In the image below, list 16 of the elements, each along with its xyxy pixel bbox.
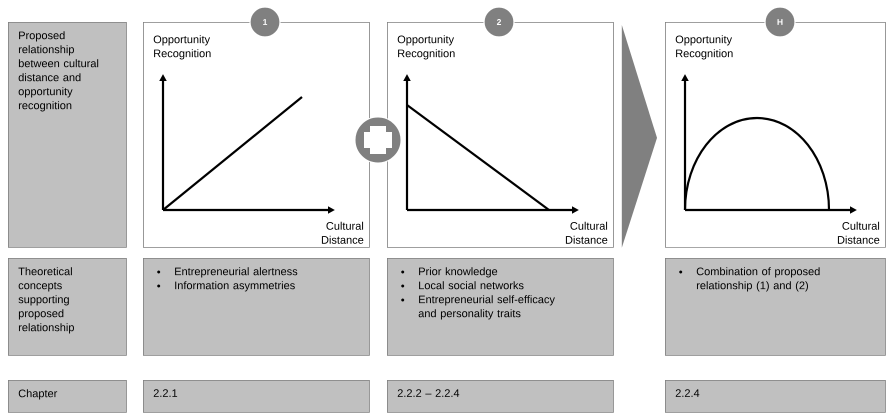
list-box	[143, 258, 370, 356]
label-box: Theoretical concepts supporting proposed relationship	[8, 258, 127, 356]
label-box: 2.2.2 – 2.2.4	[387, 380, 614, 413]
list-box	[665, 258, 886, 356]
label-box: 2.2.1	[143, 380, 370, 413]
label-box: Proposed relationship between cultural distance and opportunity recognition	[8, 22, 127, 248]
bullet-item: Entrepreneurial self-efficacy and personality traits	[401, 295, 555, 320]
bullet-item: Entrepreneurial alertness	[157, 267, 298, 278]
bullet-item: Information asymmetries	[157, 281, 295, 292]
label-box: Chapter	[8, 380, 127, 413]
bullet-item: Combination of proposed relationship (1) and (2)	[679, 267, 820, 292]
bullet-item: Prior knowledge	[401, 267, 498, 278]
chevron-arrow	[622, 25, 657, 248]
label-box: 2.2.4	[665, 380, 886, 413]
list-box	[387, 258, 614, 356]
bullet-item: Local social networks	[401, 281, 524, 290]
